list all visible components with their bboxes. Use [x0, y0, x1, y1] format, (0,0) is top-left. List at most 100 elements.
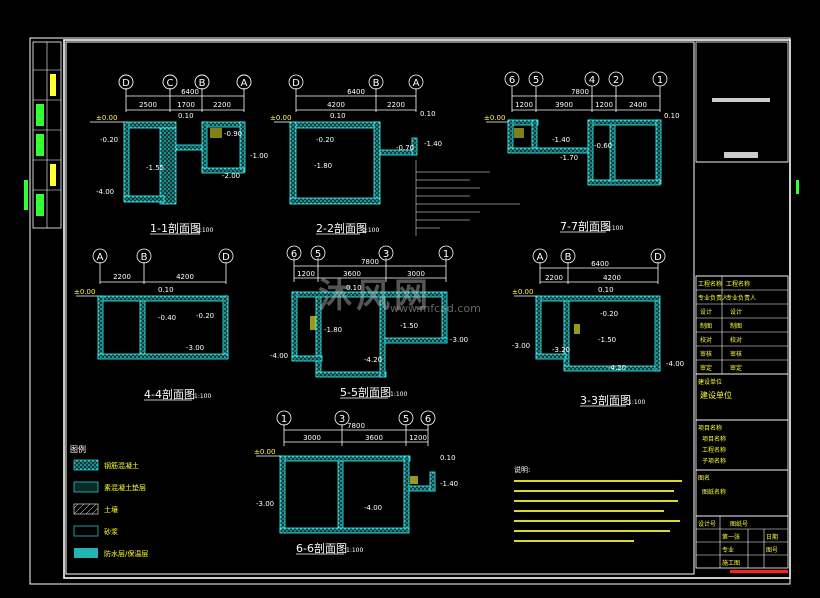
level-mark: 0.10: [178, 112, 194, 120]
dimension-total: 6400: [591, 260, 609, 268]
dimension: 2200: [113, 273, 131, 281]
level-mark: -3.00: [256, 500, 274, 508]
axis-label: 1: [281, 414, 287, 425]
level-mark: -4.20: [608, 364, 626, 372]
level-mark: 0.10: [598, 286, 614, 294]
dimension: 1700: [177, 101, 195, 109]
legend-item: 防水层/保温层: [104, 549, 148, 558]
section-title: 1-1剖面图: [150, 221, 201, 235]
legend-item: 砂浆: [104, 527, 118, 536]
dimension: 2400: [629, 101, 647, 109]
tb-value: 制图: [730, 322, 742, 330]
section-scale: 1:100: [628, 399, 645, 406]
level-mark: -3.00: [512, 342, 530, 350]
axis-bubble: [162, 74, 178, 90]
dimension: 2200: [387, 101, 405, 109]
level-mark: 0.10: [440, 454, 456, 462]
section-title: 3-3剖面图: [580, 393, 631, 407]
dimension: 1200: [515, 101, 533, 109]
dimension: 3900: [555, 101, 573, 109]
axis-label: D: [292, 78, 300, 89]
dimension: 1200: [409, 434, 427, 442]
tb-drawing-title: 图名: [698, 474, 710, 482]
level-mark: -1.40: [552, 136, 570, 144]
legend-item: 土壤: [104, 505, 118, 514]
level-mark: -4.20: [364, 356, 382, 364]
axis-label: B: [141, 252, 148, 263]
dimension-total: 7800: [571, 88, 589, 96]
dimension: 3600: [365, 434, 383, 442]
level-mark: ±0.00: [96, 114, 117, 122]
axis-label: 1: [657, 75, 663, 86]
section-scale: 1:100: [196, 227, 213, 234]
axis-label: B: [199, 78, 206, 89]
tb-value: 设计: [730, 308, 742, 316]
tb-project-item: 工程名称: [702, 446, 726, 454]
axis-label: B: [565, 252, 572, 263]
tb-bottom: 第一张: [722, 533, 740, 541]
section-3-3: A B D 6400 2200 4200 ±0.00 0.10 -0.20 -3…: [512, 248, 684, 407]
axis-label: A: [537, 252, 544, 263]
level-mark: ±0.00: [270, 114, 291, 122]
tb-label: 专业负责人: [698, 294, 728, 302]
level-mark: -0.20: [316, 136, 334, 144]
tb-bottom: 图号: [766, 547, 778, 554]
dimension: 1200: [297, 270, 315, 278]
section-4-4: A B D 2200 4200 ±0.00 0.10 -0.40 -0.20 -…: [74, 248, 234, 401]
section-5-5: 6 5 3 1 7800 1200 3600 3000 -1.80 -1.50 …: [270, 245, 468, 399]
axis-bubble: [236, 74, 252, 90]
level-mark: -3.20: [552, 346, 570, 354]
level-mark: ±0.00: [74, 288, 95, 296]
dimension: 2500: [139, 101, 157, 109]
section-title: 2-2剖面图: [316, 221, 367, 235]
section-title: 7-7剖面图: [560, 219, 611, 233]
level-mark: -0.40: [158, 314, 176, 322]
title-block: 工程名称 工程名称 专业负责人 专业负责人 设计 设计 制图 制图 校对 校对 …: [695, 41, 789, 569]
level-mark: -1.40: [440, 480, 458, 488]
tb-bottom: 专业: [722, 546, 734, 554]
general-notes: 说明:: [514, 465, 682, 542]
level-mark: 0.10: [330, 112, 346, 120]
dimension: 4200: [176, 273, 194, 281]
red-bar: [730, 570, 788, 573]
axis-label: 2: [613, 75, 619, 86]
dimension: 2200: [213, 101, 231, 109]
tb-label: 审定: [700, 364, 712, 372]
section-6-6: 1 3 5 6 7800 3000 3600 1200 ±0.00 -3.00 …: [254, 410, 458, 555]
axis-label: A: [241, 78, 248, 89]
left-sign-strip: [24, 41, 62, 229]
axis-label: 6: [291, 249, 297, 260]
axis-label: 6: [425, 414, 431, 425]
legend-title: 图例: [70, 444, 86, 454]
watermark-url: www.mfcad.com: [390, 302, 481, 315]
axis-label: 3: [383, 249, 389, 260]
tb-project-item: 子项名称: [702, 457, 726, 465]
level-mark: -1.40: [424, 140, 442, 148]
level-mark: ±0.00: [512, 288, 533, 296]
section-7-7: 6 5 4 2 1 7800 1200 3900 1200 2400 ±0.00…: [484, 71, 680, 233]
axis-label: D: [654, 252, 662, 263]
legend-item: 素混凝土垫层: [104, 483, 146, 492]
inner-frame: [63, 39, 791, 579]
section-scale: 1:100: [390, 391, 407, 398]
tb-drawing-name: 图纸名称: [702, 488, 726, 496]
level-mark: -3.00: [450, 336, 468, 344]
axis-bubble: [194, 74, 210, 90]
level-mark: 0.10: [664, 112, 680, 120]
section-scale: 1:100: [194, 393, 211, 400]
level-mark: -0.20: [196, 312, 214, 320]
tb-bottom: 设计号: [698, 520, 716, 528]
tb-value: 校对: [730, 336, 742, 344]
tb-value: 审定: [730, 364, 742, 372]
axis-label: B: [373, 78, 380, 89]
section-scale: 1:100: [362, 227, 379, 234]
level-mark: -4.00: [270, 352, 288, 360]
section-scale: 1:100: [346, 547, 363, 554]
tb-label: 设计: [700, 308, 712, 316]
dimension: 4200: [327, 101, 345, 109]
level-mark: -1.80: [324, 326, 342, 334]
tb-label: 制图: [700, 322, 712, 330]
level-mark: -1.00: [250, 152, 268, 160]
level-mark: 0.10: [420, 110, 436, 118]
